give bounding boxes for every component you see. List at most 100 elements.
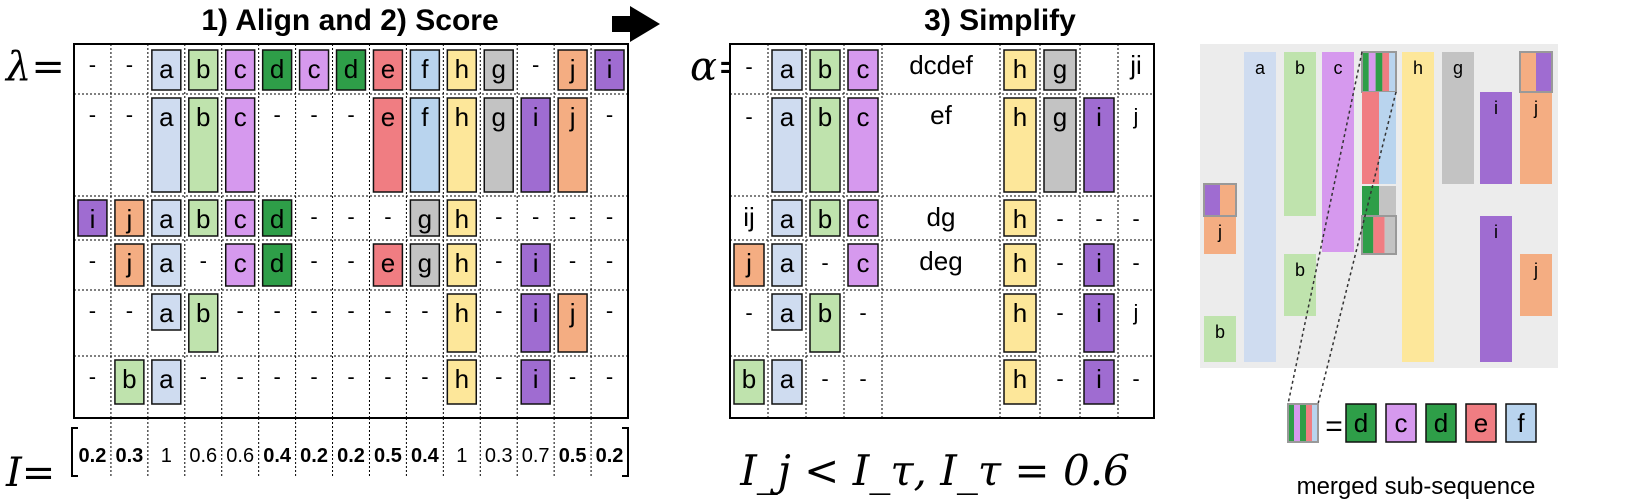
cell-label: i bbox=[533, 248, 539, 278]
cell-label: i bbox=[90, 204, 96, 234]
cell-label: d bbox=[270, 54, 284, 84]
cell-j bbox=[114, 243, 145, 287]
cell-label: i bbox=[1096, 102, 1102, 132]
cell-c bbox=[224, 243, 256, 287]
cell-label: i bbox=[1096, 298, 1102, 328]
cell-label: d bbox=[270, 204, 284, 234]
cell-label: h bbox=[455, 204, 469, 234]
merged-dcdef bbox=[1375, 52, 1383, 92]
gap-cell: - bbox=[347, 248, 354, 273]
cell-g bbox=[1043, 97, 1077, 193]
cell-g bbox=[1043, 49, 1077, 91]
cell-i bbox=[77, 199, 108, 237]
threshold-caption: I_j < I_τ, I_τ = 0.6 bbox=[739, 446, 1130, 495]
legend-box-d bbox=[1425, 403, 1457, 443]
cell-text: - bbox=[1132, 366, 1139, 391]
cell-b bbox=[809, 97, 841, 193]
cell-c bbox=[847, 199, 879, 237]
gap-cell: - bbox=[200, 248, 207, 273]
cell-label: e bbox=[381, 54, 395, 84]
merged-j bbox=[1520, 52, 1536, 92]
bar-i bbox=[1480, 92, 1512, 184]
bar-b bbox=[1284, 254, 1316, 316]
legend-box-label: f bbox=[1517, 408, 1525, 438]
cell-label: h bbox=[455, 364, 469, 394]
cell-label: i bbox=[607, 54, 613, 84]
cell-label: a bbox=[159, 298, 174, 328]
cell-a bbox=[151, 243, 182, 287]
cell-label: d bbox=[270, 248, 284, 278]
cell-label: h bbox=[1013, 248, 1027, 278]
cell-j bbox=[114, 199, 145, 237]
cell-i bbox=[520, 243, 551, 287]
gap-cell: - bbox=[606, 102, 613, 127]
importance-value: 0.3 bbox=[115, 445, 143, 467]
cell-text: - bbox=[1056, 206, 1063, 231]
cell-label: g bbox=[1053, 54, 1067, 84]
cell-text: - bbox=[745, 54, 752, 79]
cell-label: g bbox=[1053, 102, 1067, 132]
cell-d bbox=[261, 49, 293, 91]
cell-text: - bbox=[1095, 206, 1102, 231]
cell-label: b bbox=[818, 204, 832, 234]
gap-cell: - bbox=[89, 52, 96, 77]
cell-text: - bbox=[859, 300, 866, 325]
cell-text: dcdef bbox=[909, 50, 973, 80]
cell-label: a bbox=[780, 248, 795, 278]
gap-cell: - bbox=[310, 102, 317, 127]
cell-d bbox=[335, 49, 367, 91]
cell-h bbox=[446, 243, 478, 287]
cell-c bbox=[847, 243, 879, 287]
legend-caption: merged sub-sequence bbox=[1297, 473, 1536, 500]
cell-h bbox=[446, 293, 478, 353]
bar-j bbox=[1204, 216, 1236, 254]
cell-text: - bbox=[1132, 206, 1139, 231]
bar-a bbox=[1244, 52, 1276, 362]
gap-cell: - bbox=[495, 204, 502, 229]
cell-label: b bbox=[818, 54, 832, 84]
importance-value: 0.2 bbox=[79, 445, 107, 467]
merged-f bbox=[1379, 92, 1396, 184]
bar-label: b bbox=[1295, 58, 1305, 78]
bar-c bbox=[1322, 52, 1354, 252]
legend-stripe bbox=[1300, 404, 1306, 442]
cell-b bbox=[809, 199, 841, 237]
cell-label: i bbox=[533, 298, 539, 328]
cell-text: deg bbox=[919, 246, 962, 276]
cell-label: h bbox=[455, 298, 469, 328]
gap-cell: - bbox=[310, 248, 317, 273]
legend-box-c bbox=[1385, 403, 1417, 443]
cell-label: b bbox=[122, 364, 136, 394]
cell-label: h bbox=[1013, 54, 1027, 84]
importance-value: 0.7 bbox=[522, 445, 550, 467]
cell-label: c bbox=[857, 54, 870, 84]
importance-value: 0.5 bbox=[559, 445, 587, 467]
cell-label: h bbox=[1013, 102, 1027, 132]
bar-label: j bbox=[1533, 260, 1538, 280]
merged-deg bbox=[1384, 216, 1396, 254]
cell-b bbox=[188, 293, 219, 353]
cell-a bbox=[771, 199, 803, 237]
importance-value: 0.4 bbox=[263, 445, 292, 467]
gap-cell: - bbox=[89, 364, 96, 389]
cell-label: h bbox=[455, 102, 469, 132]
importance-value: 0.4 bbox=[411, 445, 440, 467]
cell-c bbox=[224, 49, 256, 91]
bar-j bbox=[1520, 254, 1552, 316]
bar-label: c bbox=[1334, 58, 1343, 78]
importance-value: 0.6 bbox=[189, 445, 217, 467]
merged-dcdef bbox=[1382, 52, 1390, 92]
legend-box-label: e bbox=[1474, 408, 1488, 438]
cell-label: c bbox=[234, 248, 247, 278]
gap-cell: - bbox=[569, 248, 576, 273]
cell-h bbox=[446, 49, 478, 91]
cell-g bbox=[409, 199, 441, 237]
gap-cell: - bbox=[421, 364, 428, 389]
cell-d bbox=[261, 199, 293, 237]
cell-i bbox=[1083, 293, 1115, 353]
cell-label: j bbox=[569, 298, 576, 328]
importance-label: I= bbox=[5, 450, 55, 496]
gap-cell: - bbox=[273, 298, 280, 323]
